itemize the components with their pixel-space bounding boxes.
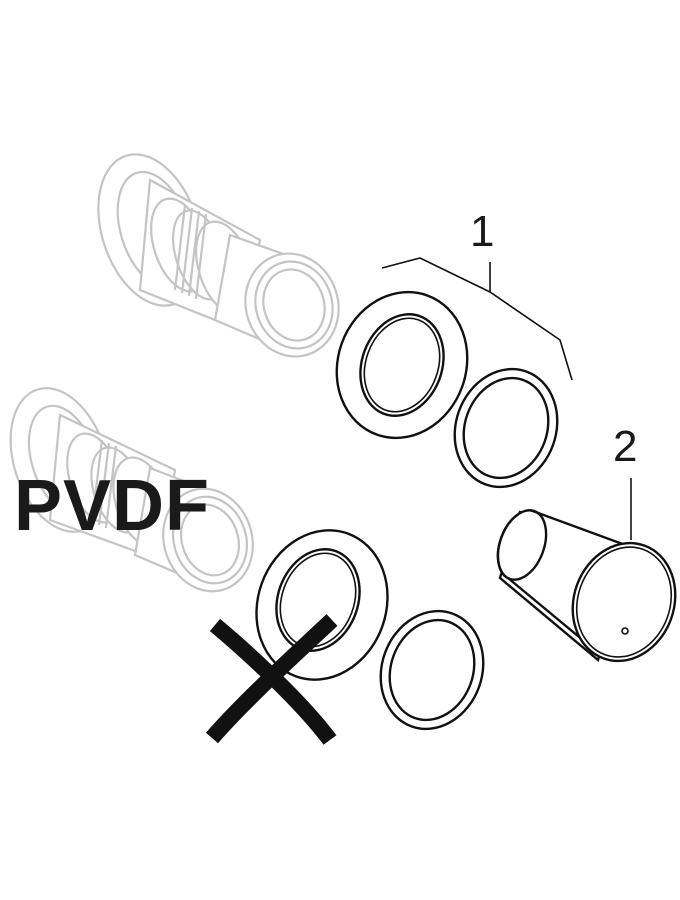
callout-1-bracket — [381, 257, 573, 381]
material-label: PVDF — [14, 466, 211, 546]
large-washer — [335, 290, 469, 440]
callout-1-label: 1 — [470, 207, 495, 256]
o-ring — [453, 367, 559, 489]
lower-ghost-fitting — [9, 387, 254, 593]
callout-2-label: 2 — [613, 422, 638, 471]
cross-mark-icon — [205, 614, 338, 745]
lower-o-ring — [379, 609, 485, 731]
upper-ghost-fitting — [97, 153, 340, 358]
cap — [496, 478, 677, 663]
lower-washer — [255, 529, 389, 681]
